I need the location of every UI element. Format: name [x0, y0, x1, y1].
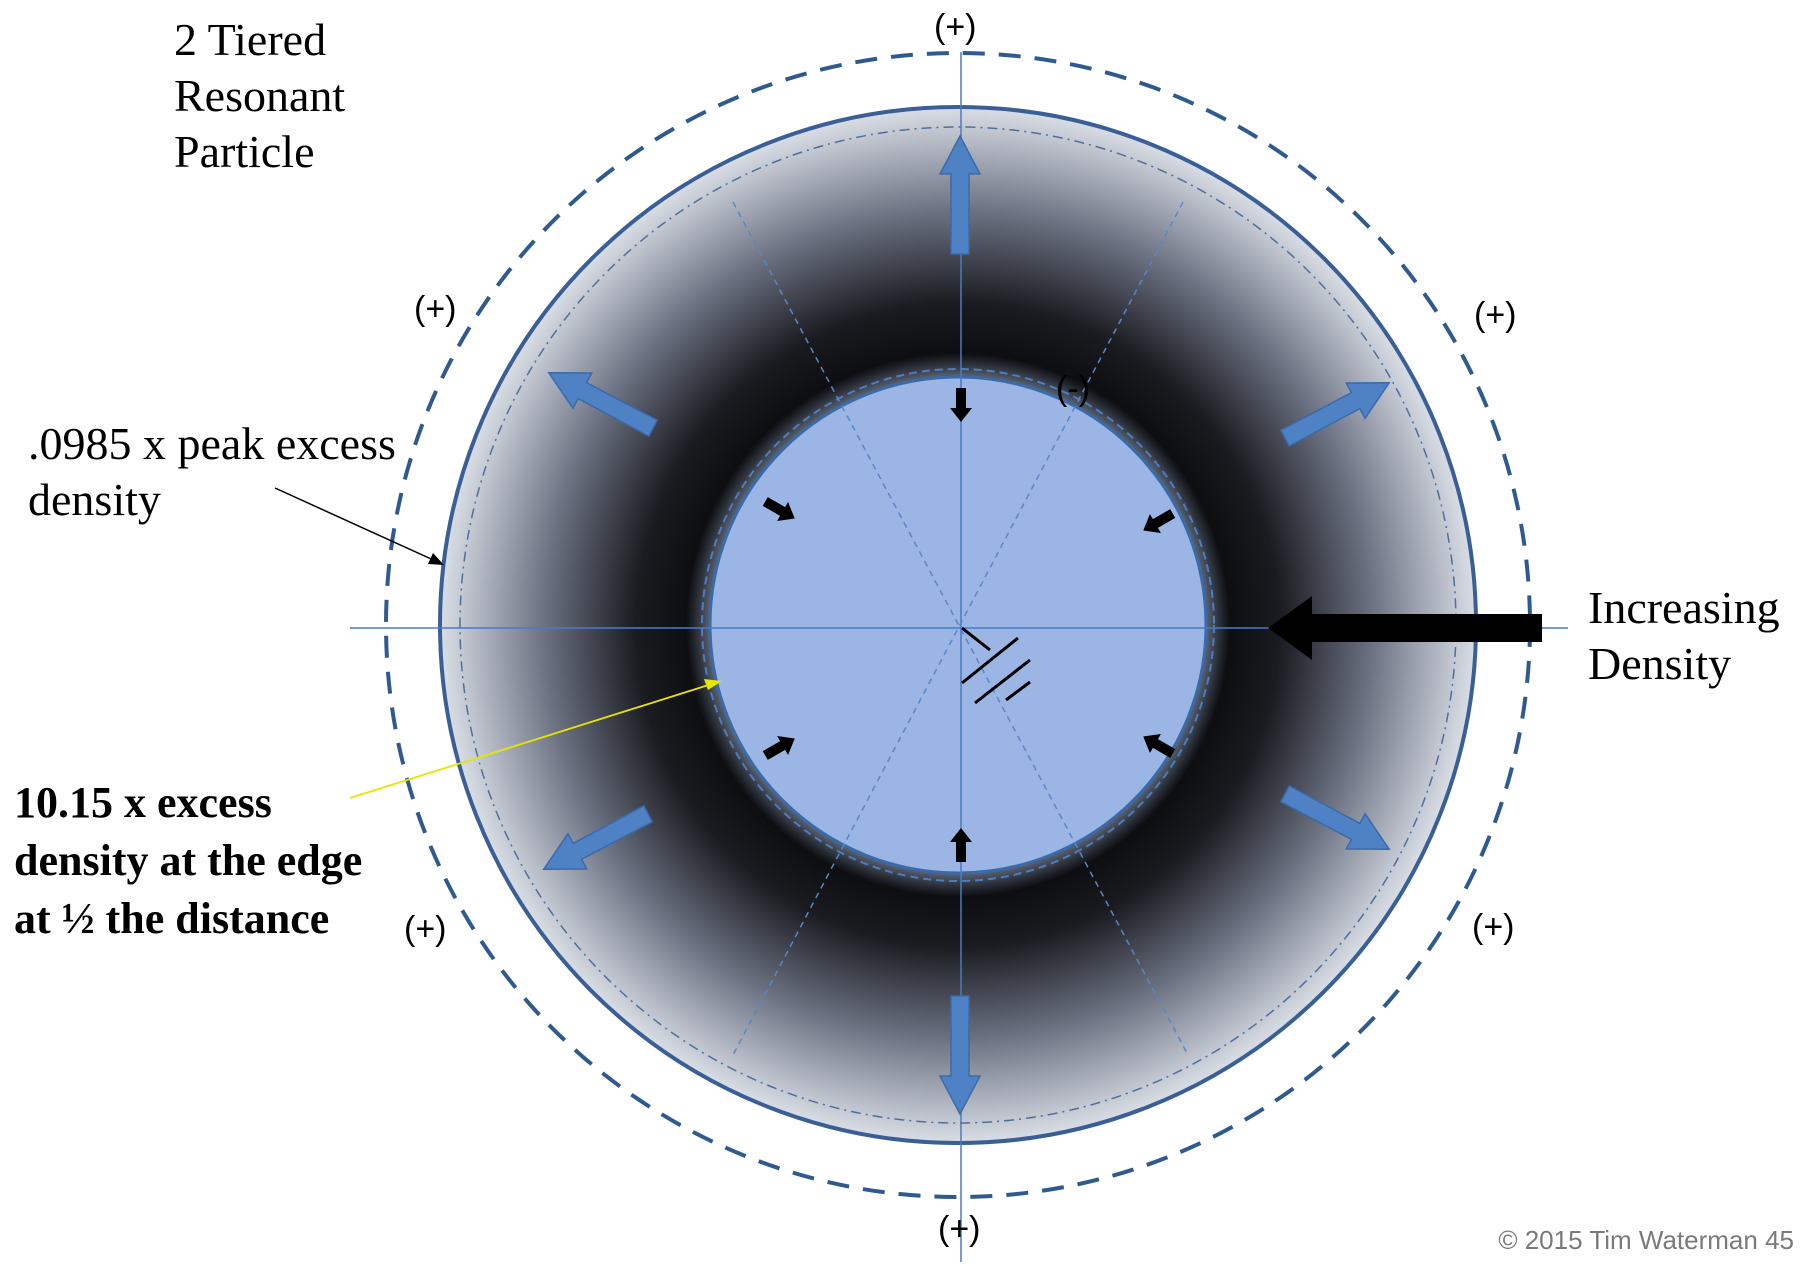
core-dashed-ring [701, 368, 1215, 882]
arrow-outward-icon [1279, 382, 1391, 448]
capacitor-icon [961, 626, 1031, 705]
charge-label-lower-left: (+) [404, 910, 447, 948]
outer-density-pointer-head [428, 553, 444, 565]
arrow-inward-icon [950, 388, 972, 422]
arrow-inward-icon [1143, 733, 1176, 758]
edge-density-label: 10.15 x excess density at the edge at ½ … [14, 778, 363, 944]
charge-label-bottom: (+) [938, 1210, 981, 1248]
outer-density-pointer [274, 487, 441, 564]
arrow-inward-icon [950, 828, 972, 862]
charge-label-upper-right: (+) [1474, 296, 1517, 334]
outer-density-label: .0985 x peak excess density [28, 418, 396, 526]
arrow-inward-icon [762, 497, 795, 522]
arrow-outward-icon [938, 995, 982, 1116]
arrow-inward-icon [762, 735, 795, 760]
charge-label-top: (+) [934, 8, 977, 46]
increasing-density-label: Increasing Density [1588, 582, 1780, 690]
inner-core [708, 375, 1208, 875]
edge-density-pointer [349, 681, 719, 799]
inward-arrows [762, 388, 1176, 862]
arrow-outward-icon [938, 134, 982, 255]
arrow-outward-icon [542, 804, 654, 870]
charge-label-lower-right: (+) [1472, 908, 1515, 946]
edge-density-pointer-head [704, 679, 722, 690]
diagonal-line-left [732, 201, 1189, 1056]
arrow-outward-icon [1279, 784, 1391, 850]
charge-label-upper-left: (+) [414, 290, 457, 328]
inner-charge-label: (-) [1056, 370, 1090, 408]
arrow-inward-icon [1143, 509, 1176, 534]
diagram-title: 2 Tiered Resonant Particle [174, 14, 346, 178]
arrow-outward-icon [547, 372, 659, 438]
arrow-left-icon [1268, 596, 1542, 660]
outward-arrows [542, 134, 1391, 1116]
copyright-notice: © 2015 Tim Waterman 45 [1498, 1225, 1794, 1255]
diagonal-line-right [732, 201, 1184, 1056]
